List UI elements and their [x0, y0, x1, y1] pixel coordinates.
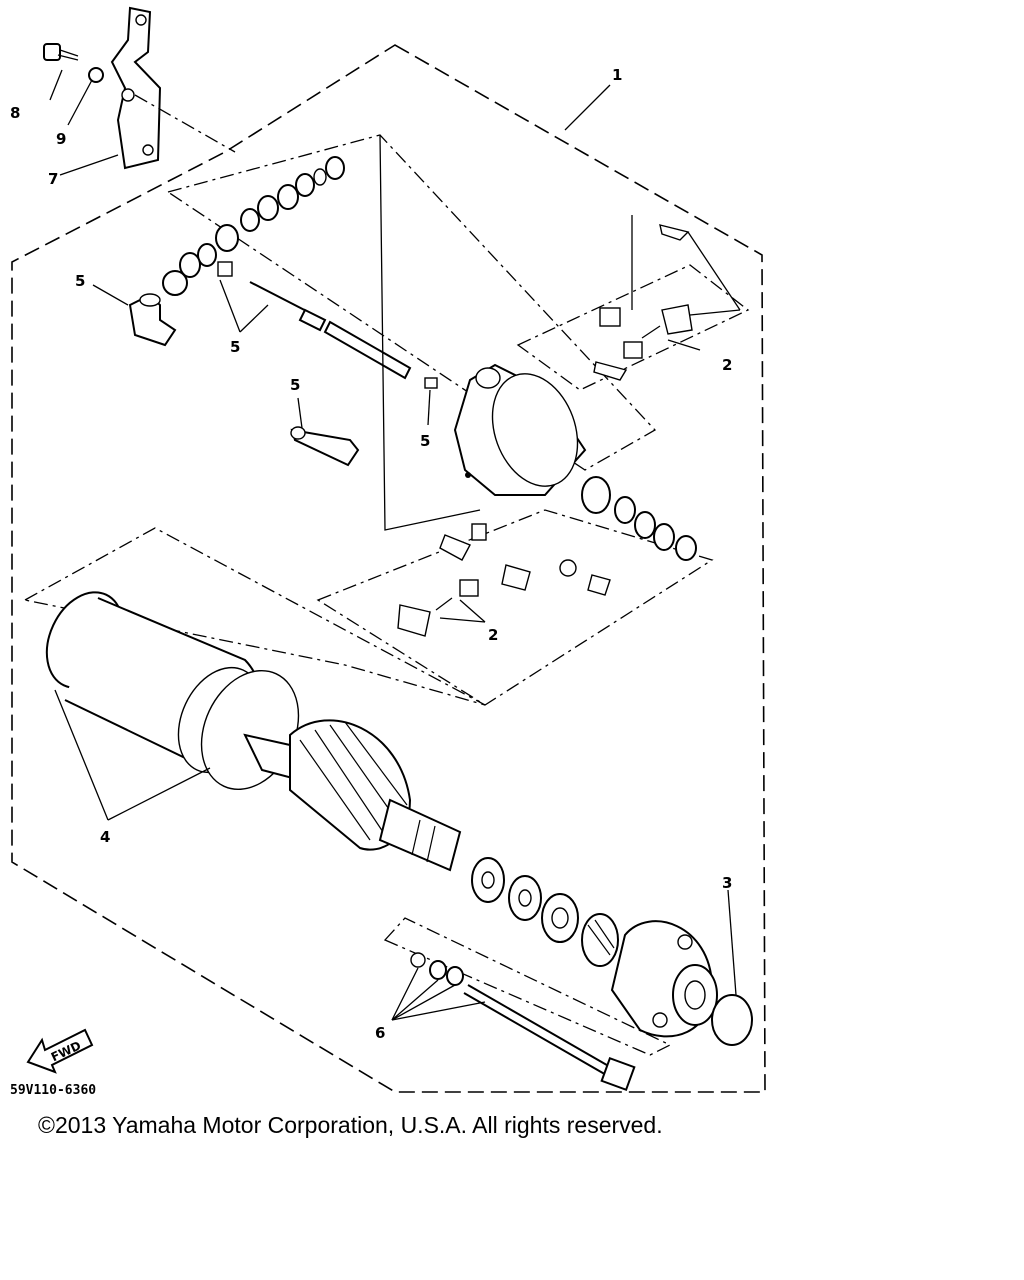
- callouts: 1 2 2 3 4 5 5 5 5 6 7 8 9: [10, 66, 732, 1042]
- bracket-7: [110, 6, 162, 170]
- callout-5-boot-middle: 5: [290, 376, 300, 394]
- washer-9: [88, 67, 104, 83]
- callout-4: 4: [100, 828, 110, 846]
- brush-box-lower: [316, 509, 714, 706]
- yoke-4: [45, 591, 300, 791]
- front-cover: [610, 920, 718, 1038]
- exploded-parts-diagram: FWD 1 2 2 3 4 5 5 5 5 6: [10, 6, 766, 1098]
- washer-stack-upper: [162, 156, 345, 296]
- washer-stack-right: [581, 476, 697, 561]
- figure-code: 59V110-6360: [10, 1083, 96, 1098]
- o-ring-3: [711, 994, 753, 1046]
- callout-3: 3: [722, 874, 732, 892]
- fwd-arrow: FWD: [26, 1028, 94, 1074]
- callout-6: 6: [375, 1024, 385, 1042]
- rear-cover: [453, 363, 587, 496]
- bolt-box: [383, 917, 672, 1056]
- callout-2-lower: 2: [488, 626, 498, 644]
- brush-leader: [379, 134, 481, 531]
- callout-5-rod: 5: [230, 338, 240, 356]
- terminal-rod: [249, 281, 412, 380]
- terminal-nut: [424, 377, 438, 389]
- callout-2-right: 2: [722, 356, 732, 374]
- through-bolt-6: [410, 952, 636, 1092]
- leader-lines: [49, 69, 741, 1021]
- brush-holder-right: [593, 224, 693, 381]
- callout-1: 1: [612, 66, 622, 84]
- terminal-boot-upper: [128, 293, 177, 347]
- front-washers: [471, 857, 619, 967]
- brush-box-right: [516, 264, 750, 391]
- callout-9: 9: [56, 130, 66, 148]
- brush-holder-lower: [397, 523, 611, 637]
- callout-7: 7: [48, 170, 58, 188]
- bolt-8: [43, 43, 79, 61]
- upper-detail-box: [166, 134, 657, 471]
- bracket-centre-line: [134, 94, 236, 153]
- callout-5-nut: 5: [420, 432, 430, 450]
- callout-5-boot-upper: 5: [75, 272, 85, 290]
- yoke-box: [23, 527, 486, 706]
- callout-8: 8: [10, 104, 20, 122]
- copyright-notice: ©2013 Yamaha Motor Corporation, U.S.A. A…: [38, 1112, 663, 1138]
- armature: [243, 719, 462, 872]
- assembly-boundary: [11, 44, 766, 1093]
- terminal-boot-middle: [290, 426, 360, 467]
